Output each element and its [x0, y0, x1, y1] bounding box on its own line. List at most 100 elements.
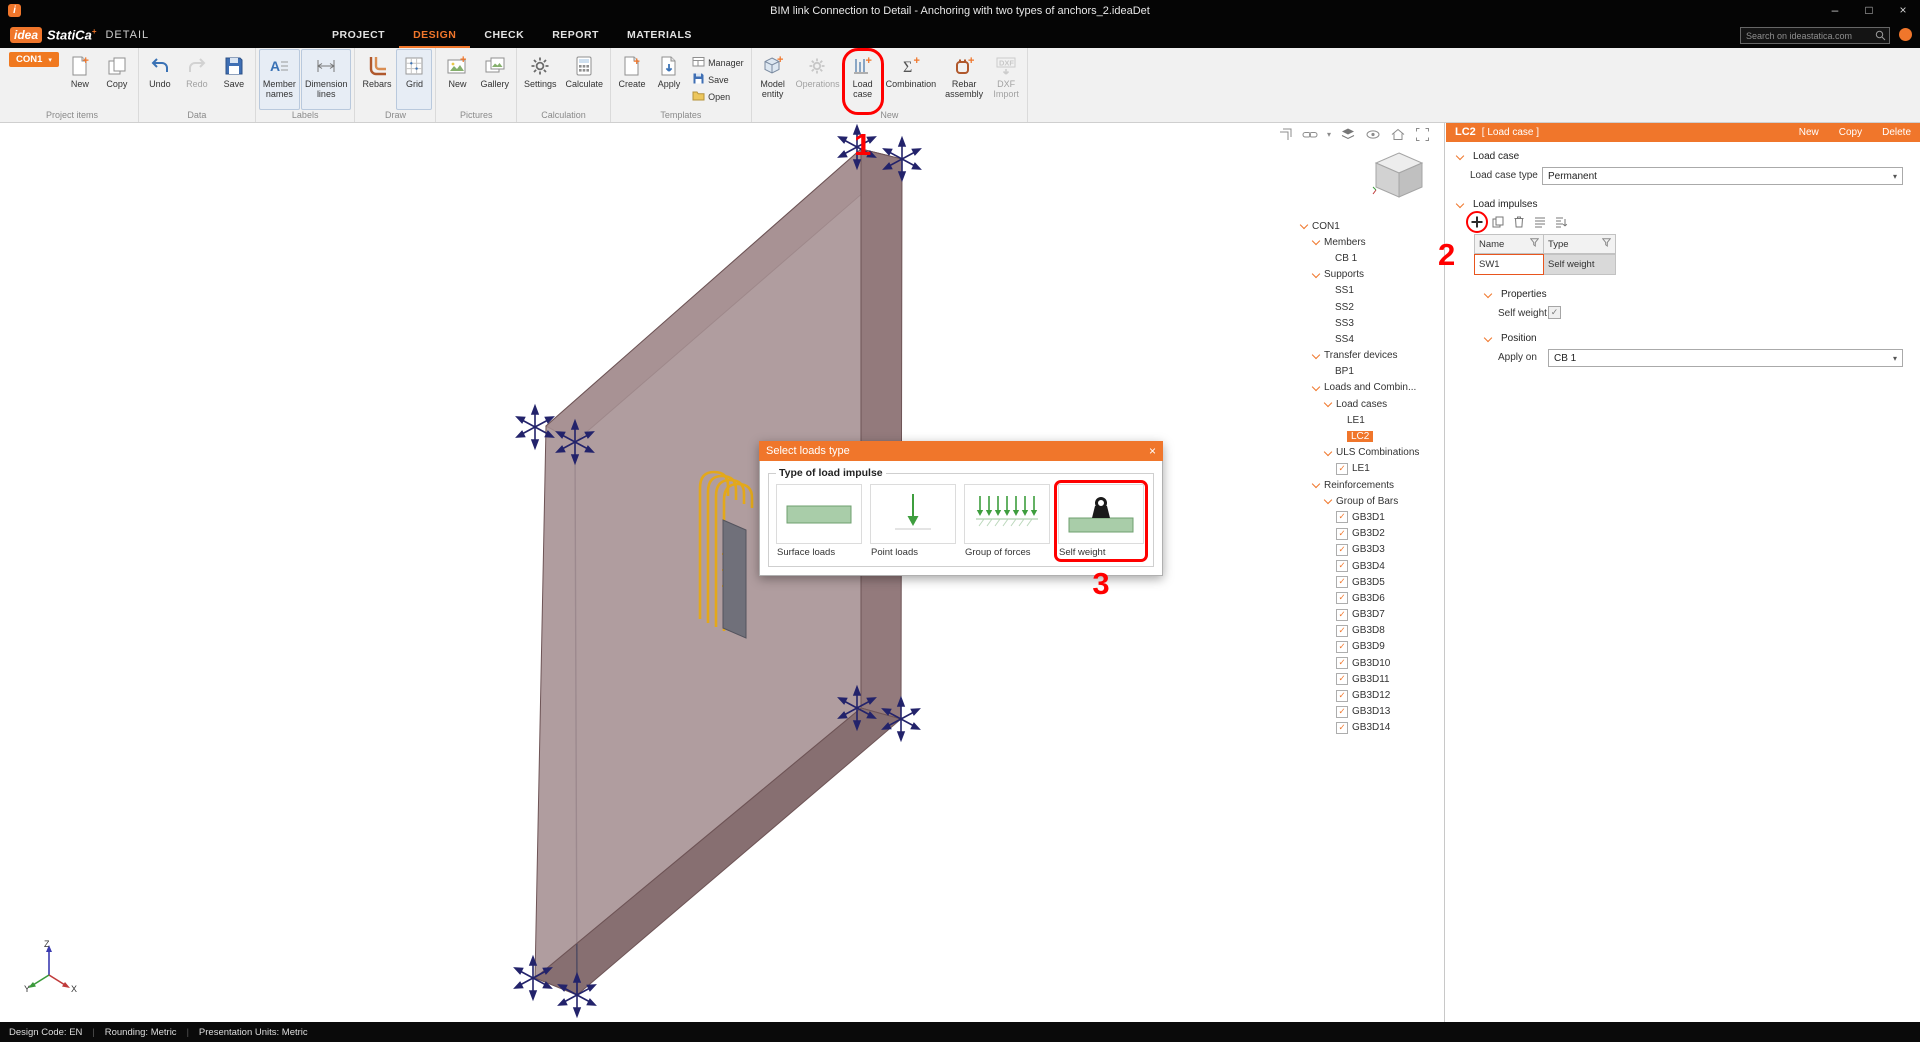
ribbon-button-open[interactable]: Open	[690, 89, 746, 104]
tree-item-gb3d6[interactable]: ✓GB3D6	[1296, 590, 1442, 606]
ribbon-button-redo[interactable]: Redo	[179, 49, 215, 110]
tree-item-reinforcements[interactable]: Reinforcements	[1296, 477, 1442, 493]
tree-item-ss4[interactable]: SS4	[1296, 331, 1442, 347]
copy-load-impulse-icon[interactable]	[1491, 215, 1505, 229]
tree-item-gb3d12[interactable]: ✓GB3D12	[1296, 687, 1442, 703]
layers-icon[interactable]	[1340, 127, 1356, 142]
checkbox[interactable]: ✓	[1336, 543, 1348, 556]
checkbox[interactable]: ✓	[1336, 608, 1348, 621]
section-position[interactable]: Position	[1483, 333, 1537, 344]
dialog-header[interactable]: Select loads type ×	[759, 441, 1163, 461]
load-case-type-select[interactable]: Permanent ▾	[1542, 167, 1903, 185]
tree-item-loads-and-combin[interactable]: Loads and Combin...	[1296, 380, 1442, 396]
tree-item-gb3d14[interactable]: ✓GB3D14	[1296, 720, 1442, 736]
checkbox[interactable]: ✓	[1336, 511, 1348, 524]
ribbon-button-undo[interactable]: Undo	[142, 49, 178, 110]
table-row[interactable]: SW1 Self weight	[1474, 254, 1616, 275]
tab-design[interactable]: DESIGN	[399, 22, 470, 48]
tree-item-gb3d5[interactable]: ✓GB3D5	[1296, 574, 1442, 590]
tree-item-ss3[interactable]: SS3	[1296, 315, 1442, 331]
close-button[interactable]: ×	[1899, 3, 1907, 17]
impulse-type-cell[interactable]: Self weight	[1544, 254, 1616, 275]
navigation-cube[interactable]	[1372, 150, 1426, 205]
ribbon-button-copy[interactable]: Copy	[99, 49, 135, 110]
ribbon-button-settings[interactable]: Settings	[520, 49, 561, 110]
section-load-case[interactable]: Load case	[1455, 151, 1519, 162]
ribbon-button-load-case[interactable]: + Load case 1	[841, 48, 884, 162]
ribbon-button-operations[interactable]: Operations	[792, 49, 844, 110]
checkbox[interactable]: ✓	[1336, 592, 1348, 605]
checkbox[interactable]: ✓	[1336, 705, 1348, 718]
section-view-icon[interactable]	[1278, 127, 1293, 142]
filter-icon[interactable]	[1529, 238, 1540, 250]
tree-item-con1[interactable]: CON1	[1296, 218, 1442, 234]
ribbon-button-dimension-lines[interactable]: Dimension lines	[300, 49, 352, 110]
checkbox[interactable]: ✓	[1336, 657, 1348, 670]
tree-item-gb3d9[interactable]: ✓GB3D9	[1296, 639, 1442, 655]
copy-button[interactable]: Copy	[1838, 126, 1863, 138]
checkbox[interactable]: ✓	[1336, 640, 1348, 653]
fit-view-icon[interactable]	[1415, 127, 1430, 142]
add-load-impulse-icon[interactable]: 2	[1438, 211, 1488, 272]
checkbox[interactable]: ✓	[1336, 721, 1348, 734]
tree-item-gb3d13[interactable]: ✓GB3D13	[1296, 704, 1442, 720]
tree-item-uls-combinations[interactable]: ULS Combinations	[1296, 445, 1442, 461]
ribbon-button-grid[interactable]: Grid	[396, 49, 433, 110]
ribbon-button-member-names[interactable]: A Member names	[258, 49, 300, 110]
filter-icon[interactable]	[1601, 238, 1612, 250]
tree-item-transfer-devices[interactable]: Transfer devices	[1296, 348, 1442, 364]
ribbon-button-dxf-import[interactable]: DXF DXF Import	[988, 49, 1024, 110]
checkbox[interactable]: ✓	[1336, 576, 1348, 589]
tree-item-supports[interactable]: Supports	[1296, 267, 1442, 283]
tree-item-members[interactable]: Members	[1296, 234, 1442, 250]
ribbon-button-manager[interactable]: Manager	[690, 55, 746, 70]
tree-item-bp1[interactable]: BP1	[1296, 364, 1442, 380]
column-header-name[interactable]: Name	[1474, 234, 1544, 254]
load-type-option-surface-loads[interactable]: Surface loads	[776, 484, 862, 558]
account-icon[interactable]	[1899, 28, 1912, 41]
ribbon-button-save[interactable]: Save	[216, 49, 252, 110]
load-type-option-group-of-forces[interactable]: Group of forces	[964, 484, 1050, 558]
tab-check[interactable]: CHECK	[484, 29, 525, 41]
column-header-type[interactable]: Type	[1544, 234, 1616, 254]
ribbon-button-save[interactable]: Save	[690, 72, 746, 87]
impulse-name-cell[interactable]: SW1	[1474, 254, 1544, 275]
delete-button[interactable]: Delete	[1882, 126, 1911, 138]
ribbon-button-new[interactable]: + New	[439, 49, 475, 110]
new-button[interactable]: New	[1798, 126, 1819, 138]
self-weight-checkbox[interactable]: ✓	[1548, 306, 1561, 319]
checkbox[interactable]: ✓	[1336, 689, 1348, 702]
tree-item-le1[interactable]: ✓LE1	[1296, 461, 1442, 477]
checkbox[interactable]: ✓	[1336, 527, 1348, 540]
tree-item-gb3d3[interactable]: ✓GB3D3	[1296, 542, 1442, 558]
checkbox[interactable]: ✓	[1336, 560, 1348, 573]
ribbon-button-rebars[interactable]: Rebars	[358, 49, 395, 110]
ribbon-button-rebar-assembly[interactable]: + Rebar assembly	[941, 49, 987, 110]
tree-item-load-cases[interactable]: Load cases	[1296, 396, 1442, 412]
con1-dropdown[interactable]: CON1▾	[9, 52, 59, 67]
tree-item-gb3d11[interactable]: ✓GB3D11	[1296, 671, 1442, 687]
load-type-option-point-loads[interactable]: Point loads	[870, 484, 956, 558]
list-view-icon[interactable]	[1533, 215, 1547, 229]
tab-project[interactable]: PROJECT	[332, 29, 386, 41]
eye-icon[interactable]	[1365, 127, 1381, 142]
tree-item-gb3d10[interactable]: ✓GB3D10	[1296, 655, 1442, 671]
apply-on-select[interactable]: CB 1 ▾	[1548, 349, 1903, 367]
dialog-close-icon[interactable]: ×	[1148, 444, 1156, 458]
checkbox[interactable]: ✓	[1336, 462, 1348, 475]
section-load-impulses[interactable]: Load impulses	[1455, 199, 1537, 210]
ribbon-button-new[interactable]: + New	[62, 49, 98, 110]
tree-item-lc2[interactable]: LC2	[1296, 428, 1442, 444]
ribbon-button-calculate[interactable]: Calculate	[562, 49, 608, 110]
ribbon-button-gallery[interactable]: Gallery	[476, 49, 513, 110]
ribbon-button-apply[interactable]: Apply	[651, 49, 687, 110]
ribbon-button-model-entity[interactable]: + Model entity	[755, 49, 791, 110]
load-type-option-self-weight[interactable]: Self weight 3	[1054, 480, 1148, 601]
tree-item-ss1[interactable]: SS1	[1296, 283, 1442, 299]
tree-item-le1[interactable]: LE1	[1296, 412, 1442, 428]
search-input[interactable]	[1744, 29, 1875, 42]
tree-item-cb-1[interactable]: CB 1	[1296, 250, 1442, 266]
checkbox[interactable]: ✓	[1336, 624, 1348, 637]
link-icon[interactable]	[1302, 127, 1318, 142]
delete-load-impulse-icon[interactable]	[1512, 215, 1526, 229]
